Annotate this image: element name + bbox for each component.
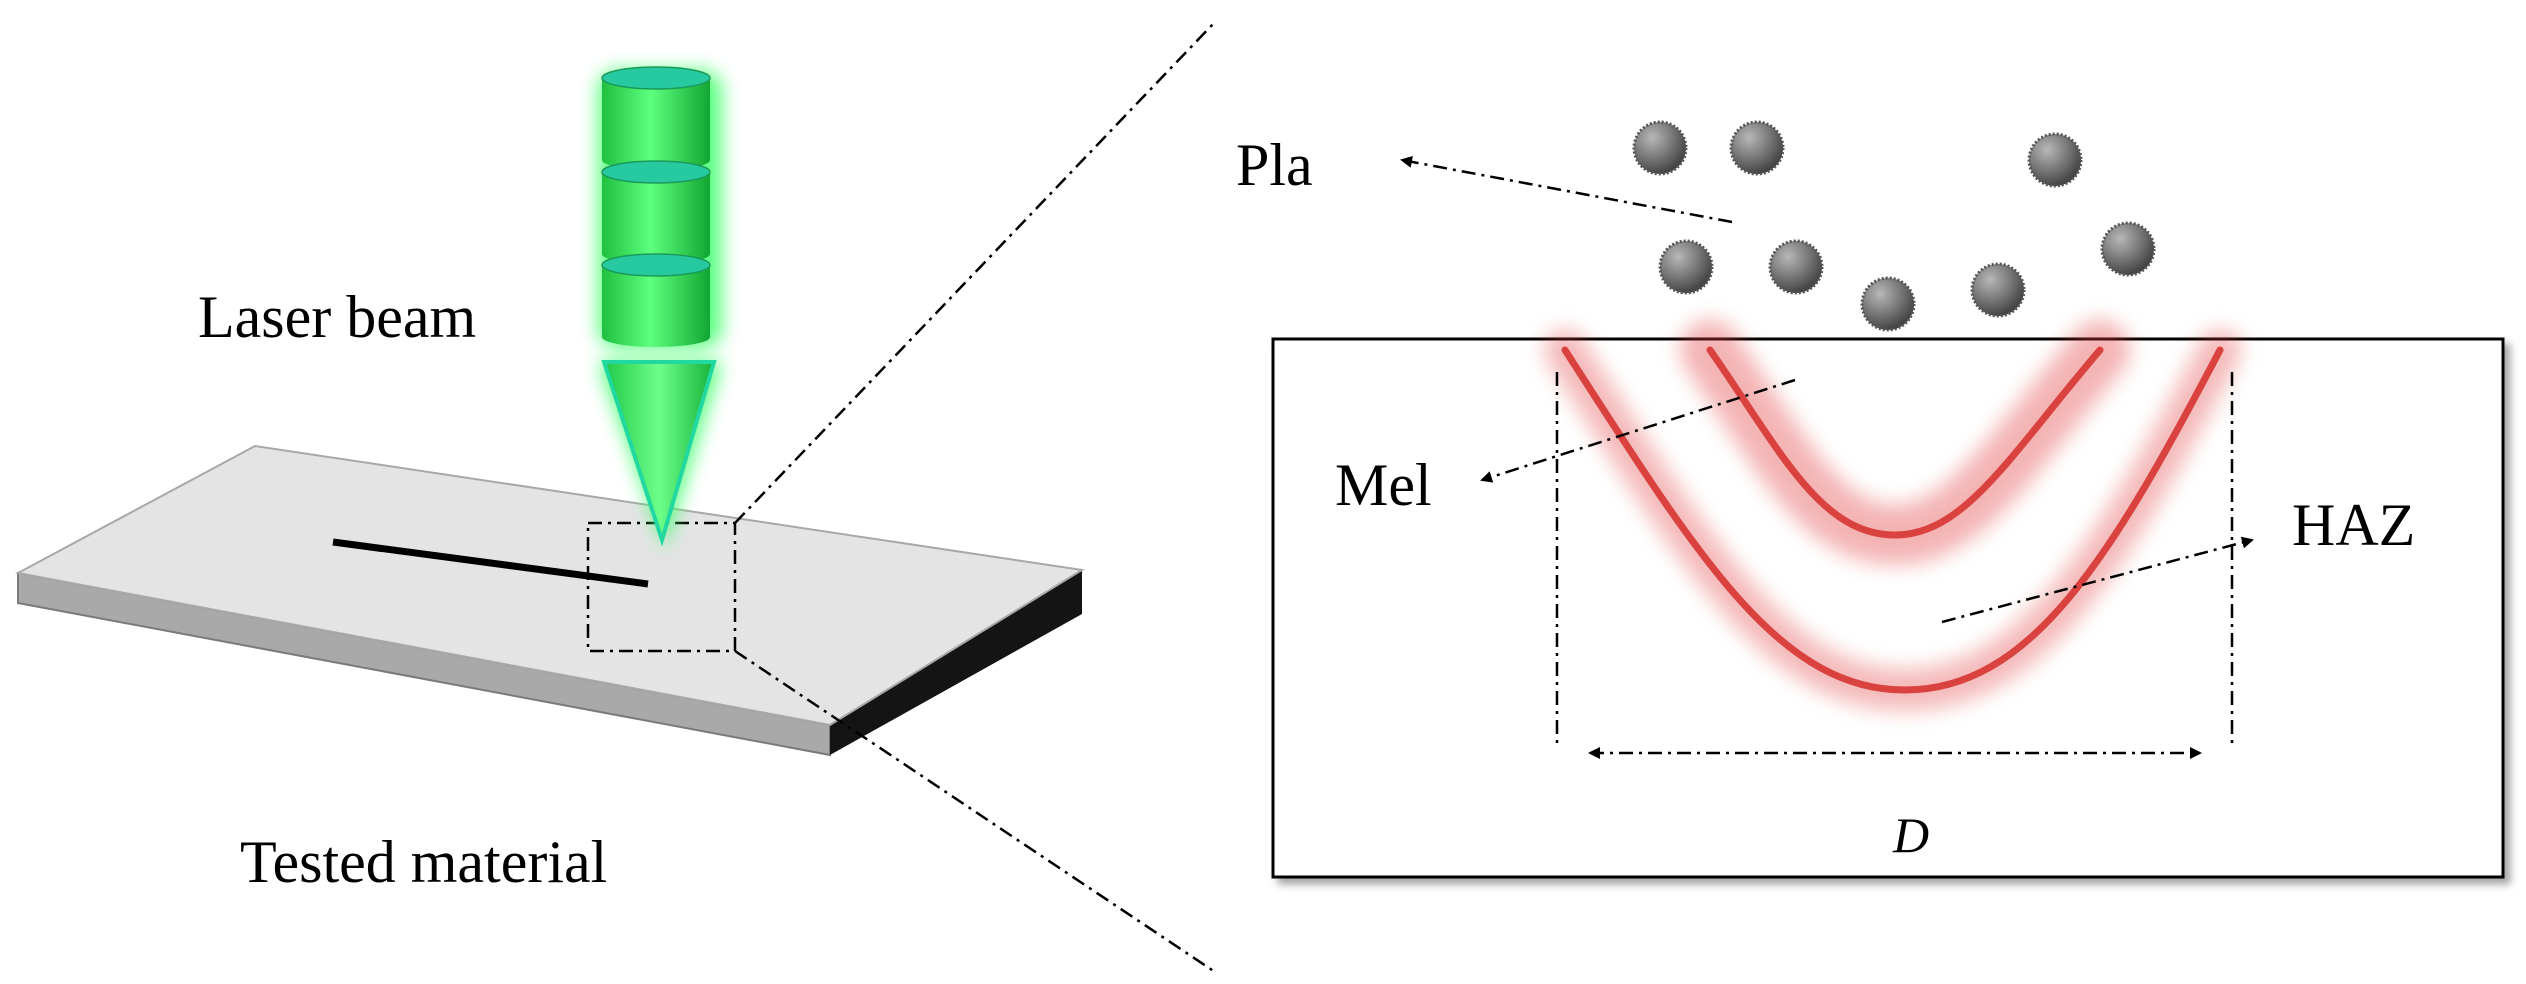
laser-track-line: [332, 538, 649, 588]
zoom-box: [586, 521, 737, 653]
width-dimension: [1555, 372, 2234, 759]
zoom-leader-bottom: [734, 649, 1216, 974]
laser-beam-label: Laser beam: [198, 284, 476, 350]
plasma-particles: [1632, 120, 2156, 332]
melt-label: Mel: [1335, 452, 1432, 518]
zoom-leader-top: [734, 21, 1216, 524]
tested-material-plate: [15, 444, 1085, 757]
laser-beam: [598, 66, 722, 548]
haz-arrow: [1941, 536, 2254, 624]
melt-arrow: [1480, 378, 1796, 483]
width-label: D: [1892, 807, 1929, 863]
tested-material-label: Tested material: [240, 829, 607, 895]
cross-section-box: [1271, 337, 2505, 879]
haz-zone: [1544, 329, 2241, 712]
plasma-arrow: [1400, 155, 1733, 224]
plasma-label: Pla: [1236, 132, 1313, 198]
haz-label: HAZ: [2292, 492, 2415, 558]
melt-zone: [1680, 320, 2130, 566]
